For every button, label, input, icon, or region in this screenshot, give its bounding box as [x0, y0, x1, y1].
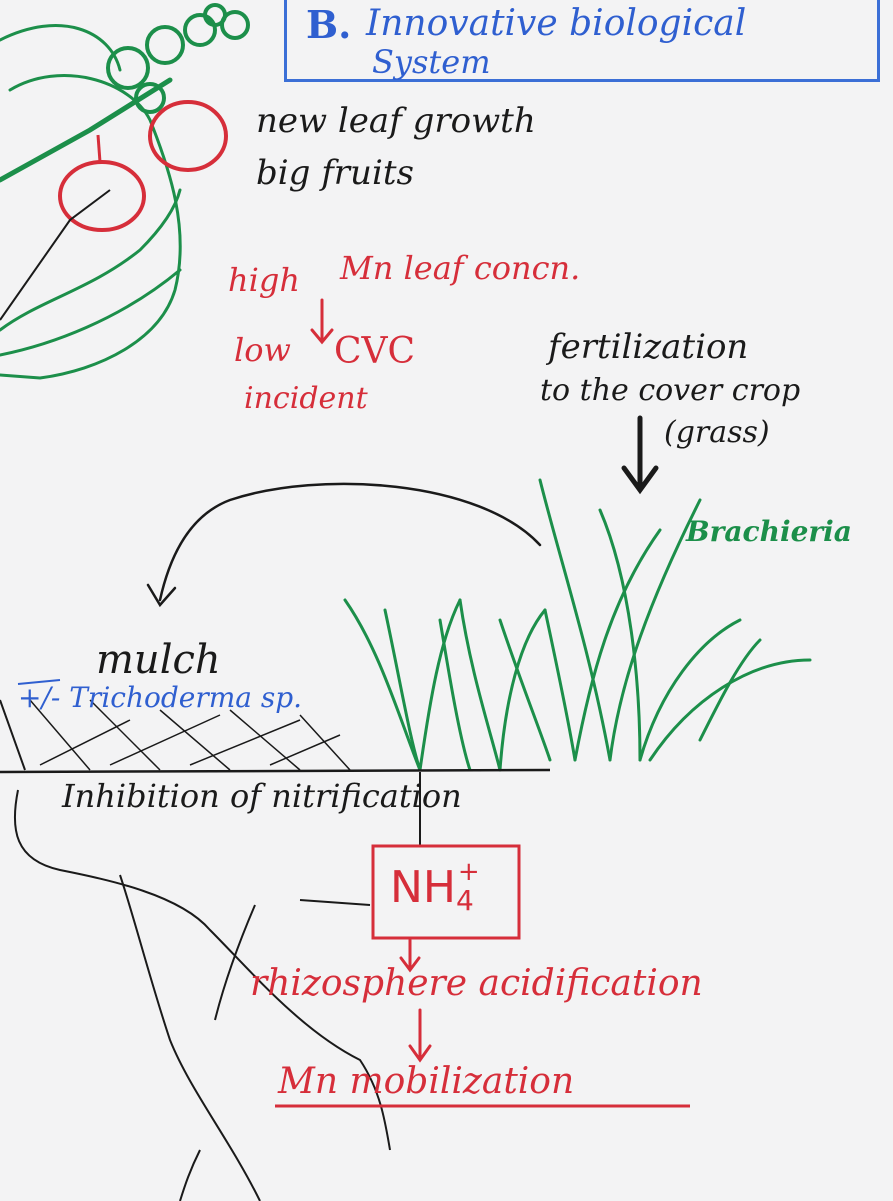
label-brachieria: Brachieria	[686, 518, 852, 546]
label-big-fruits: big fruits	[256, 156, 414, 190]
fertilization-arrow	[624, 418, 656, 490]
nh4-base: NH	[390, 862, 456, 913]
label-mn-leaf-concn: Mn leaf concn.	[340, 252, 580, 284]
label-to-cover-crop: to the cover crop	[540, 376, 800, 406]
label-mulch: mulch	[96, 640, 221, 680]
label-fertilization: fertilization	[548, 330, 748, 364]
label-cvc: CVC	[334, 334, 415, 370]
label-nh4: NH4+	[390, 866, 496, 910]
nh4-superscript: +	[458, 857, 480, 887]
label-new-leaf-growth: new leaf growth	[256, 104, 536, 138]
title-line1: Innovative biological	[366, 6, 746, 42]
recycling-arrow	[148, 484, 540, 605]
label-incident: incident	[244, 384, 368, 414]
fruits	[60, 102, 226, 230]
label-rhizosphere-acidification: rhizosphere acidification	[250, 966, 703, 1002]
title-line2: System	[372, 46, 491, 78]
label-inhibition-of-nitrification: Inhibition of nitrification	[62, 780, 462, 812]
label-low: low	[234, 334, 291, 366]
high-low-arrow	[312, 300, 332, 342]
label-mn-mobilization: Mn mobilization	[278, 1064, 574, 1100]
label-grass: (grass)	[664, 418, 770, 448]
title-letter: B.	[306, 6, 351, 44]
label-trichoderma: +/- Trichoderma sp.	[18, 684, 302, 712]
nh4-subscript: 4	[456, 884, 474, 917]
tree-canopy	[0, 5, 248, 378]
soil-surface-line	[0, 770, 550, 772]
label-high: high	[228, 264, 300, 296]
